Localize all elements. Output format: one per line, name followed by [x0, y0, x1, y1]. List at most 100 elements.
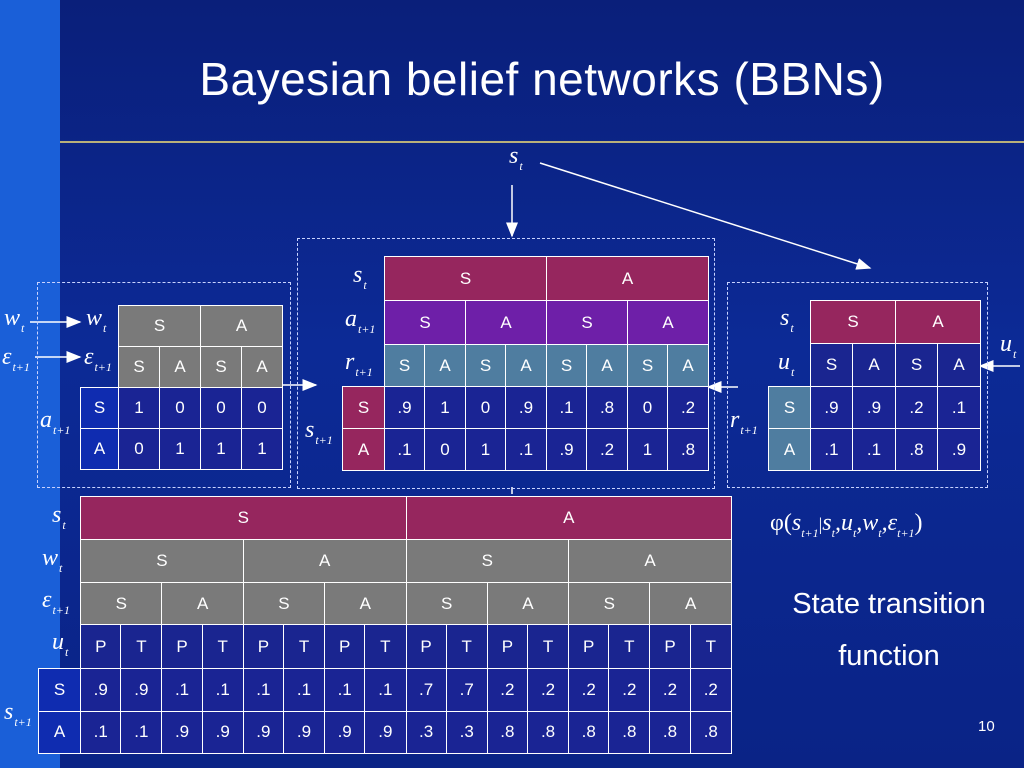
table-header: S	[80, 495, 407, 541]
row-label: A	[37, 710, 82, 755]
row-label: S	[768, 386, 811, 429]
row-label: S	[37, 667, 82, 712]
table-cell: 0	[627, 386, 669, 429]
table-header: A	[649, 582, 732, 626]
table-cell: .2	[895, 386, 938, 429]
table-cell: .9	[546, 428, 588, 471]
table-header: A	[405, 495, 732, 541]
table-cell: 0	[241, 387, 283, 429]
table-header: A	[504, 344, 548, 387]
table-header: S	[546, 344, 588, 387]
table-cell: .9	[384, 386, 425, 429]
table-cell: .2	[608, 667, 651, 712]
var-s-t-reward: st	[353, 262, 367, 292]
var-eps-t1: εt+1	[84, 344, 112, 374]
table-cell: .8	[526, 710, 570, 755]
table-header: S	[405, 582, 488, 626]
table-cell: 0	[159, 387, 201, 429]
action-node-box	[37, 282, 291, 488]
table-cell: .1	[810, 428, 853, 471]
table-row: A .1 .1 .9 .9 .9 .9 .9 .9 .3 .3 .8 .8 .8…	[37, 710, 733, 755]
var-eps-t1-outer: εt+1	[2, 344, 30, 374]
table-row: S .9 1 0 .9 .1 .8 0 .2	[342, 386, 710, 429]
table-header: S	[80, 582, 163, 626]
table-cell: .1	[364, 667, 407, 712]
table-header: A	[486, 582, 570, 626]
var-w-t-outer: wt	[4, 305, 25, 335]
table-cell: .3	[405, 710, 447, 755]
table-cell: 1	[465, 428, 506, 471]
table-header: A	[667, 344, 710, 387]
var-w-t: wt	[86, 305, 107, 335]
table-header: S	[627, 344, 669, 387]
table-header: T	[282, 624, 326, 669]
reward-cpt-table: S A S A S A S A S A S A S A S .9 1 0 .9 …	[342, 256, 710, 471]
table-header: S	[546, 300, 629, 345]
table-cell: .8	[667, 428, 710, 471]
table-cell: .9	[852, 386, 896, 429]
var-u-t-outer: ut	[1000, 331, 1017, 361]
table-header: A	[586, 344, 629, 387]
table-header: S	[242, 582, 326, 626]
table-cell: .9	[201, 710, 244, 755]
table-cell: .1	[120, 710, 163, 755]
var-eps-t1-trans: εt+1	[42, 587, 70, 617]
table-header: S	[384, 300, 466, 345]
table-header: T	[445, 624, 488, 669]
table-cell: .8	[689, 710, 733, 755]
table-cell: .1	[80, 710, 122, 755]
table-cell: .9	[937, 428, 981, 471]
table-header: T	[526, 624, 570, 669]
var-s-t1-trans: st+1	[4, 699, 32, 729]
table-cell: .1	[852, 428, 896, 471]
table-cell: 1	[424, 386, 466, 429]
table-cell: .9	[324, 710, 366, 755]
table-header: P	[405, 624, 447, 669]
table-row: A 0 1 1 1	[80, 428, 283, 470]
table-header: A	[464, 300, 548, 345]
table-cell: .3	[445, 710, 488, 755]
table-cell: .7	[445, 667, 488, 712]
table-cell: .1	[282, 667, 326, 712]
table-cell: .9	[80, 667, 122, 712]
table-cell: 0	[465, 386, 506, 429]
table-header: P	[80, 624, 122, 669]
row-label: A	[768, 428, 811, 471]
caption-line: function	[838, 640, 940, 672]
table-header: S	[465, 344, 506, 387]
table-cell: .2	[526, 667, 570, 712]
table-cell: .9	[120, 667, 163, 712]
table-header: P	[242, 624, 284, 669]
transition-function-formula: φ(st+1|st,ut,wt,εt+1)	[770, 510, 923, 540]
table-cell: .8	[649, 710, 691, 755]
table-cell: .8	[586, 386, 629, 429]
row-label: S	[342, 386, 385, 429]
table-cell: 0	[424, 428, 466, 471]
table-header: P	[568, 624, 610, 669]
table-header: P	[649, 624, 691, 669]
table-cell: 1	[627, 428, 669, 471]
table-cell: .2	[568, 667, 610, 712]
observation-cpt-table: S A S A S A S .9 .9 .2 .1 A .1 .1 .8 .9	[768, 300, 981, 471]
var-s-t1-reward: st+1	[305, 417, 333, 447]
table-cell: .9	[810, 386, 853, 429]
table-header: S	[405, 539, 570, 584]
var-r-t1-reward: rt+1	[345, 349, 373, 379]
table-cell: .2	[649, 667, 691, 712]
caption-text: State transition function	[760, 578, 1018, 682]
caption-line: State transition	[792, 588, 986, 620]
title-divider	[60, 141, 1024, 143]
table-header: A	[424, 344, 466, 387]
table-cell: .7	[405, 667, 447, 712]
table-header: S	[810, 300, 896, 344]
table-cell: .1	[161, 667, 203, 712]
table-cell: .9	[364, 710, 407, 755]
table-row: S .9 .9 .1 .1 .1 .1 .1 .1 .7 .7 .2 .2 .2…	[37, 667, 733, 712]
var-s-t-obs: st	[780, 305, 794, 335]
table-cell: .2	[689, 667, 733, 712]
table-header: A	[895, 300, 981, 344]
var-s-t-top: st	[509, 143, 523, 173]
table-header: S	[568, 582, 651, 626]
action-cpt-table: S A S A S A S 1 0 0 0 A 0 1 1 1	[80, 305, 283, 470]
table-header: A	[627, 300, 710, 345]
